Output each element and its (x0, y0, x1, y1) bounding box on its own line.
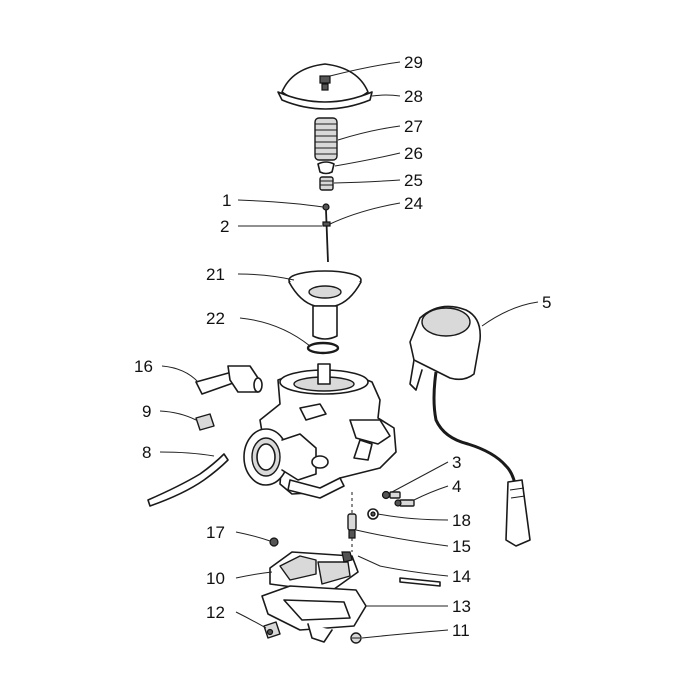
callout-2: 2 (220, 217, 229, 236)
callout-13: 13 (452, 597, 471, 616)
part-nut (367, 508, 379, 520)
part-fitting-cap (195, 413, 215, 431)
part-float-pin (399, 577, 441, 587)
callout-1: 1 (222, 191, 231, 210)
leader-lines (159, 61, 539, 639)
part-elbow-fitting (195, 365, 263, 395)
part-retainer (317, 161, 335, 175)
callout-8: 8 (142, 443, 151, 462)
part-main-jet (347, 492, 357, 552)
callout-22: 22 (206, 309, 225, 328)
callout-4: 4 (452, 477, 461, 496)
part-float (269, 551, 359, 593)
callout-24: 24 (404, 194, 423, 213)
part-o-ring (306, 341, 340, 355)
callout-25: 25 (404, 171, 423, 190)
part-small-screw (269, 537, 279, 547)
callout-14: 14 (452, 567, 471, 586)
part-spring (314, 117, 338, 161)
callout-26: 26 (404, 144, 423, 163)
part-diaphragm-slide (288, 270, 362, 340)
part-small-spring (319, 176, 334, 191)
callout-16: 16 (134, 357, 153, 376)
callout-15: 15 (452, 537, 471, 556)
callout-29: 29 (404, 53, 423, 72)
callout-28: 28 (404, 87, 423, 106)
callout-11: 11 (452, 621, 470, 640)
part-float-bowl (261, 585, 367, 643)
callout-12: 12 (206, 603, 225, 622)
callout-27: 27 (404, 117, 423, 136)
part-thermal-starter (409, 305, 531, 547)
callout-5: 5 (542, 293, 551, 312)
callout-10: 10 (206, 569, 225, 588)
part-top-cover (277, 63, 373, 110)
callout-9: 9 (142, 402, 151, 421)
part-screw-4 (394, 499, 415, 507)
part-needle (322, 203, 331, 263)
callout-17: 17 (206, 523, 225, 542)
part-hose (147, 453, 229, 507)
callout-labels: 29 28 27 26 25 1 24 2 21 5 22 16 9 8 3 4… (134, 53, 551, 640)
part-screw-3 (381, 490, 401, 500)
part-bowl-screw (350, 632, 362, 644)
callout-3: 3 (452, 453, 461, 472)
callout-21: 21 (206, 265, 225, 284)
part-carburetor-body (243, 363, 397, 499)
part-drain-screw (263, 621, 281, 639)
callout-18: 18 (452, 511, 471, 530)
